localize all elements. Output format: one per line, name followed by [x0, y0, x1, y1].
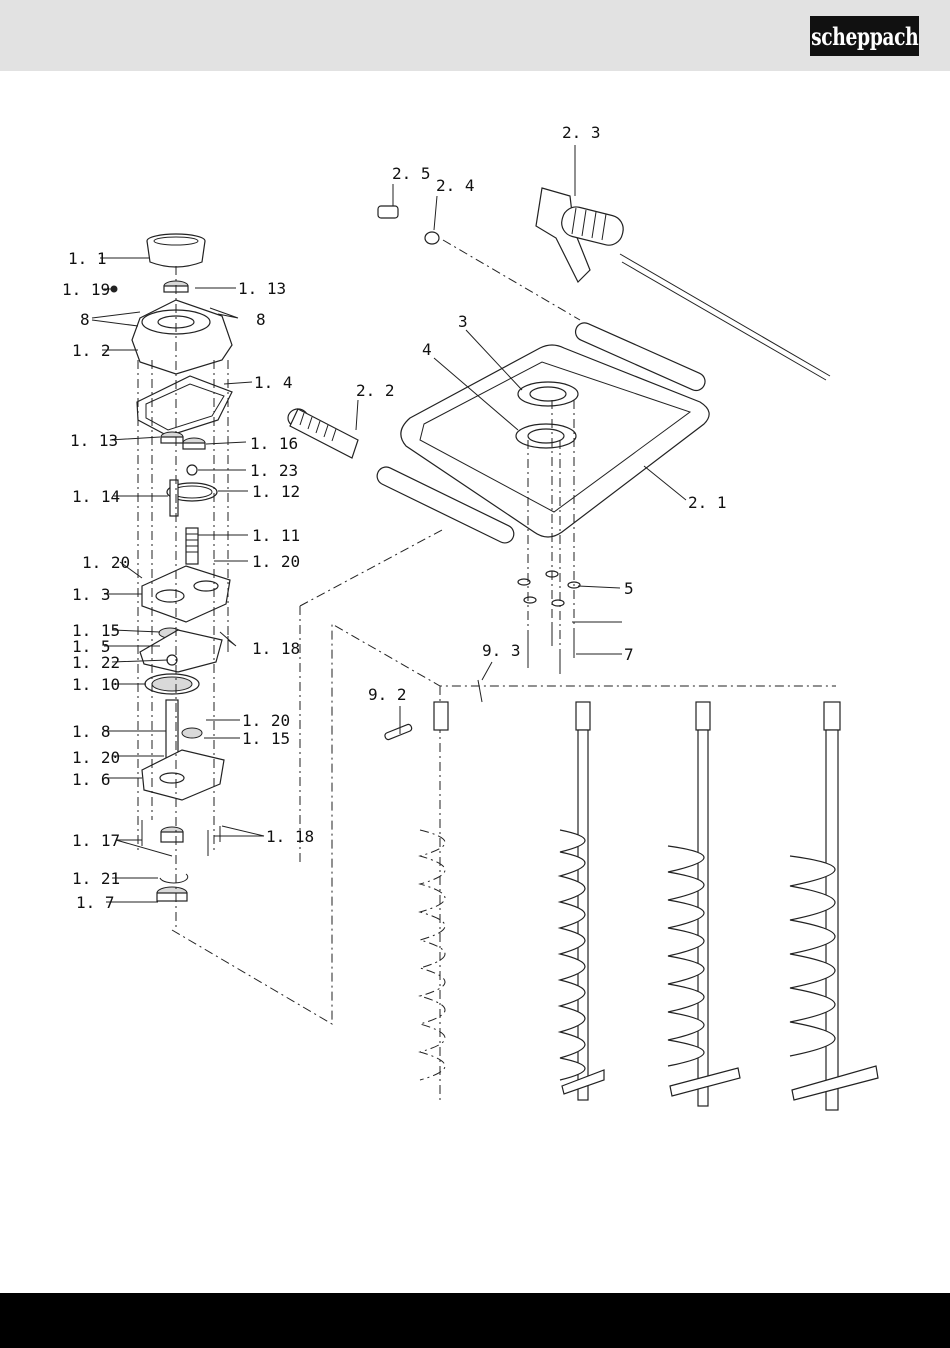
callout-1-1: 1. 1 — [68, 249, 107, 268]
callout-1-2: 1. 2 — [72, 341, 111, 360]
callout-1-18-a: 1. 18 — [252, 639, 300, 658]
callout-1-17: 1. 17 — [72, 831, 120, 850]
callout-2-4: 2. 4 — [436, 176, 475, 195]
gearbox-assembly — [111, 234, 232, 930]
callout-1-13-mid: 1. 13 — [70, 431, 118, 450]
augers — [420, 702, 878, 1110]
callout-1-18-b: 1. 18 — [266, 827, 314, 846]
callout-8-right: 8 — [256, 310, 266, 329]
callout-1-15-b: 1. 15 — [242, 729, 290, 748]
callout-1-14: 1. 14 — [72, 487, 120, 506]
callout-1-6: 1. 6 — [72, 770, 111, 789]
callout-1-8: 1. 8 — [72, 722, 111, 741]
callout-1-10: 1. 10 — [72, 675, 120, 694]
callout-1-20-b: 1. 20 — [252, 552, 300, 571]
callout-1-3: 1. 3 — [72, 585, 111, 604]
frame-assembly — [288, 188, 830, 740]
callout-1-16: 1. 16 — [250, 434, 298, 453]
callout-2-3: 2. 3 — [562, 123, 601, 142]
callout-1-11: 1. 11 — [252, 526, 300, 545]
callout-4: 4 — [422, 340, 432, 359]
callout-1-23: 1. 23 — [250, 461, 298, 480]
page-footer — [0, 1293, 950, 1348]
callout-2-1: 2. 1 — [688, 493, 727, 512]
callout-9-3: 9. 3 — [482, 641, 521, 660]
callout-7: 7 — [624, 645, 634, 664]
callout-1-12: 1. 12 — [252, 482, 300, 501]
callout-2-2: 2. 2 — [356, 381, 395, 400]
callout-1-4: 1. 4 — [254, 373, 293, 392]
callout-2-5: 2. 5 — [392, 164, 431, 183]
callout-1-22: 1. 22 — [72, 653, 120, 672]
callout-9-2: 9. 2 — [368, 685, 407, 704]
callout-1-13-top: 1. 13 — [238, 279, 286, 298]
callout-1-20-d: 1. 20 — [72, 748, 120, 767]
callout-1-7: 1. 7 — [76, 893, 115, 912]
callout-8-left: 8 — [80, 310, 90, 329]
callout-1-20-a: 1. 20 — [82, 553, 130, 572]
callout-3: 3 — [458, 312, 468, 331]
callout-1-19: 1. 19 — [62, 280, 110, 299]
callout-5: 5 — [624, 579, 634, 598]
callout-1-21: 1. 21 — [72, 869, 120, 888]
callout-1-20-c: 1. 20 — [242, 711, 290, 730]
